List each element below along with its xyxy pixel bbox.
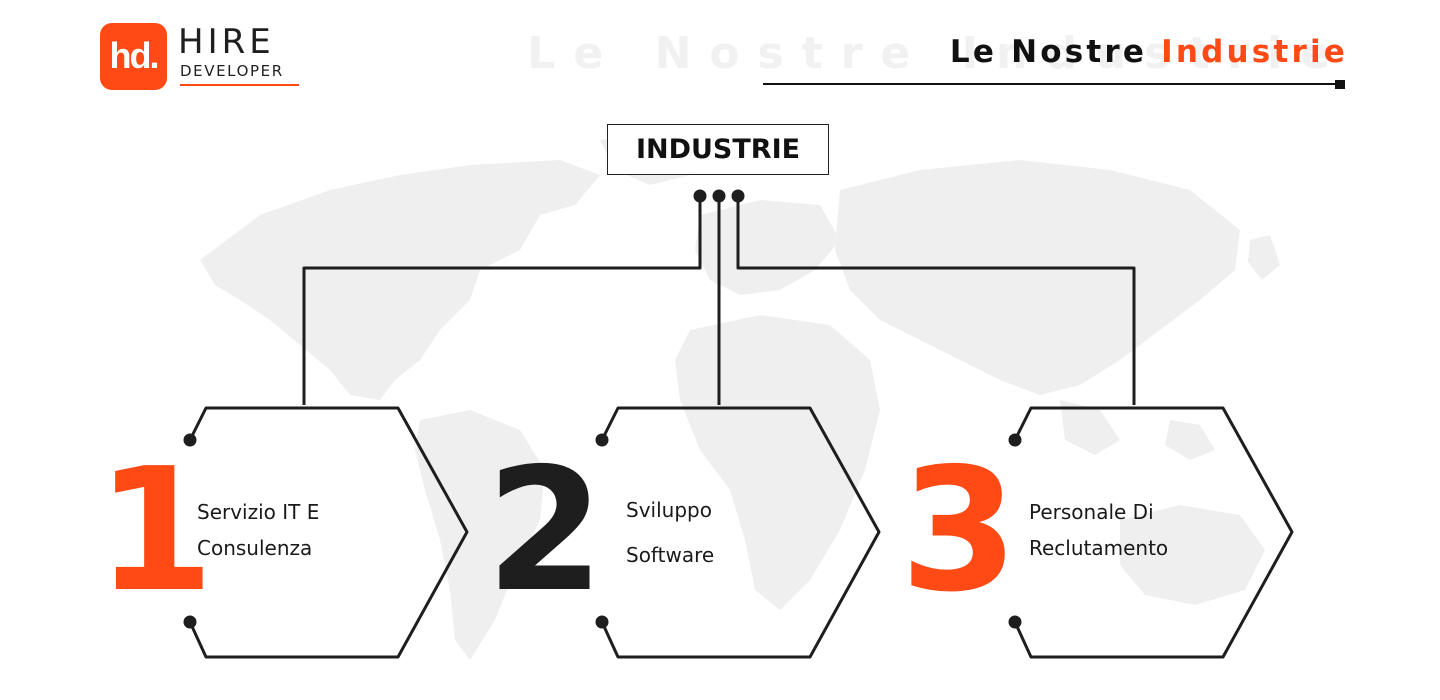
connector-right <box>736 196 1136 405</box>
page-title: Le Nostre Industrie <box>950 34 1348 70</box>
hexagon-1-dot-top <box>183 433 197 447</box>
logo-word-developer: DEVELOPER <box>180 62 284 80</box>
item-1-label: Servizio IT E Consulenza <box>197 494 319 566</box>
logo-word-hire: HIRE <box>178 22 275 62</box>
item-1-label-line-2: Consulenza <box>197 536 313 560</box>
heading-rule-end-marker <box>1335 80 1345 89</box>
item-3-label-line-1: Personale Di <box>1029 500 1154 524</box>
logo-mark-icon: hd. <box>100 23 167 90</box>
hexagon-1-dot-bottom <box>183 615 197 629</box>
connector-left <box>302 196 702 405</box>
page-title-accent: Industrie <box>1161 34 1348 70</box>
hexagon-1-outline <box>188 406 469 659</box>
logo-mark-text: hd. <box>109 35 160 76</box>
hexagon-3-outline <box>1013 406 1294 659</box>
item-1-label-line-1: Servizio IT E <box>197 500 320 524</box>
hexagon-2-outline <box>600 406 881 659</box>
root-node: INDUSTRIE <box>607 124 829 175</box>
logo-underline <box>180 84 299 86</box>
hexagon-2-dot-bottom <box>595 615 609 629</box>
heading-rule <box>763 83 1337 85</box>
item-1-number: 1 <box>96 432 215 630</box>
page-title-main: Le Nostre <box>949 34 1162 70</box>
item-3-label: Personale Di Reclutamento <box>1029 494 1168 566</box>
item-2-label-line-2: Software <box>626 543 715 567</box>
item-3-number: 3 <box>900 432 1019 630</box>
item-2-number: 2 <box>486 432 605 630</box>
heading-ghost-text: Le Nostre Industrie <box>527 28 1348 79</box>
item-2-label-line-1: Sviluppo <box>626 498 712 522</box>
item-3-label-line-2: Reclutamento <box>1029 536 1169 560</box>
hexagon-3-dot-top <box>1008 433 1022 447</box>
root-node-label: INDUSTRIE <box>635 134 801 165</box>
hexagon-3-dot-bottom <box>1008 615 1022 629</box>
hexagon-2-dot-top <box>595 433 609 447</box>
item-2-label: Sviluppo Software <box>626 488 714 578</box>
